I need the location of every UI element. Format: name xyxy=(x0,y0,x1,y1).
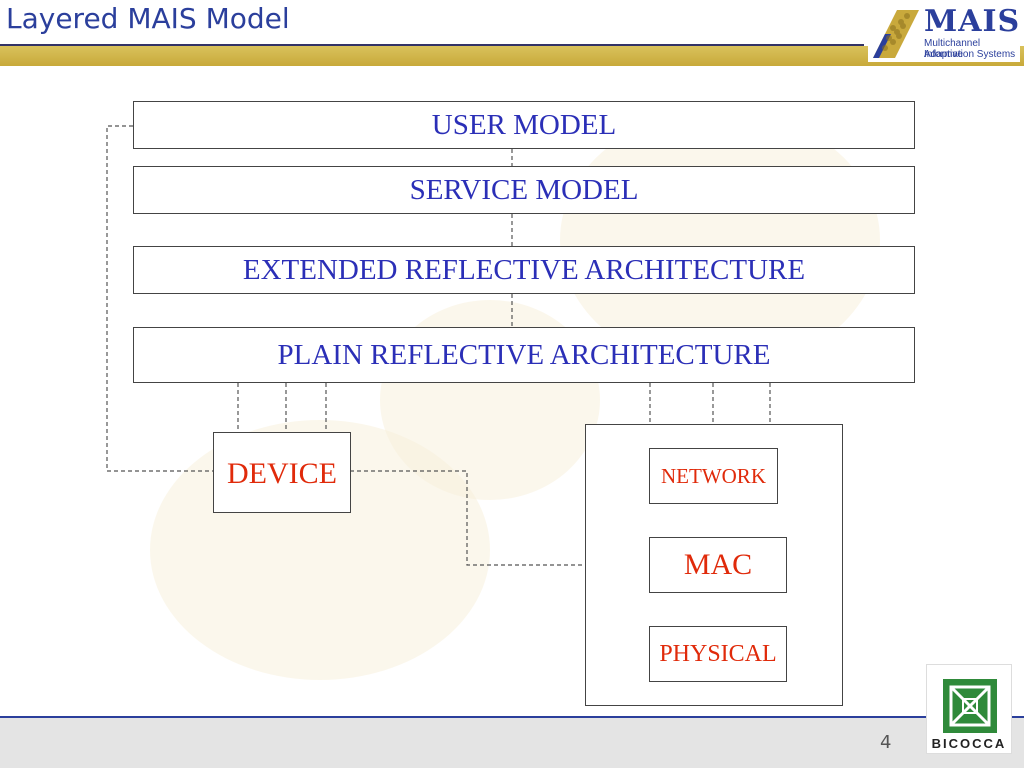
physical-label: PHYSICAL xyxy=(659,640,777,667)
device-label: DEVICE xyxy=(227,457,337,490)
slide-title: Layered MAIS Model xyxy=(6,2,290,35)
physical-box: PHYSICAL xyxy=(649,626,787,682)
network-box: NETWORK xyxy=(649,448,778,504)
network-label: NETWORK xyxy=(661,463,766,488)
mac-label: MAC xyxy=(683,548,753,581)
header-divider xyxy=(0,44,864,46)
university-seal-icon xyxy=(943,679,997,733)
device-box: DEVICE xyxy=(213,432,351,513)
university-logo-word: BICOCCA xyxy=(931,736,1007,751)
university-logo: BICOCCA xyxy=(926,664,1012,754)
mais-logo-subtitle-2: Information Systems xyxy=(924,49,1016,60)
extended-reflective-architecture-layer: EXTENDED REFLECTIVE ARCHITECTURE xyxy=(133,246,915,294)
background-decoration xyxy=(560,110,880,370)
service-model-layer: SERVICE MODEL xyxy=(133,166,915,214)
header-gold-band xyxy=(0,46,1024,66)
page-number: 4 xyxy=(880,732,892,753)
slide-footer: 4 xyxy=(0,716,1024,768)
mais-logo-subtitle-1: Multichannel Adaptive xyxy=(924,38,981,60)
mac-box: MAC xyxy=(649,537,787,593)
slide-header: Layered MAIS Model MAIS Multichannel Ada… xyxy=(0,0,1024,66)
plain-reflective-architecture-layer: PLAIN REFLECTIVE ARCHITECTURE xyxy=(133,327,915,383)
mais-logo-mark-icon xyxy=(873,10,919,58)
mais-logo-word: MAIS xyxy=(924,4,1021,39)
mais-logo: MAIS Multichannel Adaptive Information S… xyxy=(868,4,1020,62)
user-model-layer: USER MODEL xyxy=(133,101,915,149)
